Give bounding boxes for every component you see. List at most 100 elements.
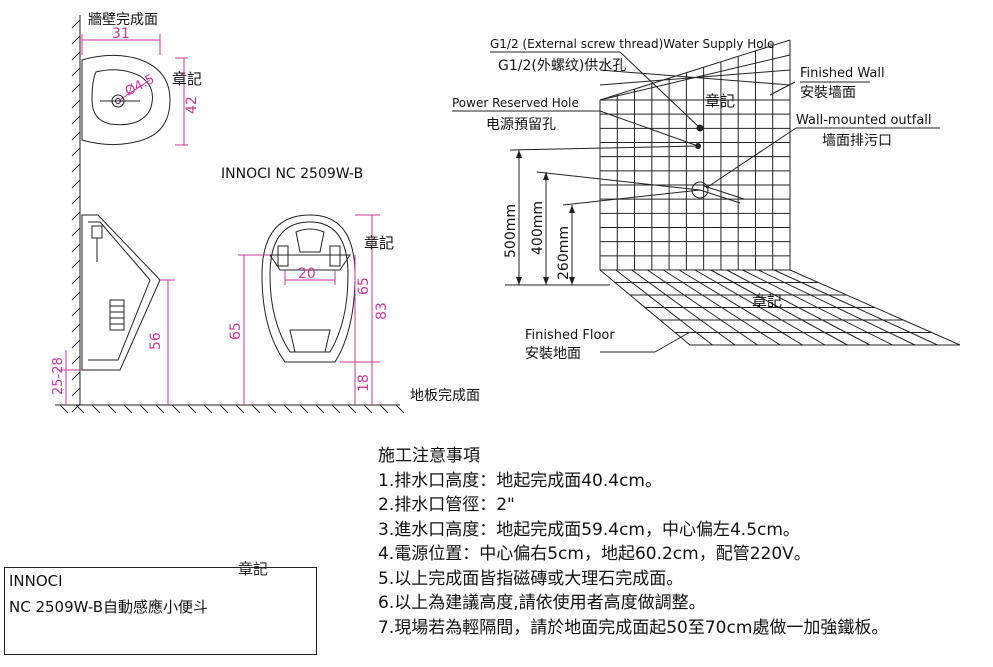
floor-hatch-mark: [155, 404, 165, 414]
dim-side-bottom: 25-28: [51, 357, 66, 395]
outfall-label-zh: 墙面排污口: [822, 133, 892, 149]
floor-hatch-mark: [203, 404, 213, 414]
floor-hatch-mark: [123, 404, 133, 414]
floor-hatch-mark: [251, 404, 261, 414]
wall-hatch-mark: [71, 99, 81, 109]
stamp-title-block: 章記: [238, 560, 269, 578]
side-view-dimensions: [58, 279, 175, 405]
note-item-2: 2.排水口管徑：2": [378, 495, 515, 515]
wall-hatch-mark: [71, 83, 81, 93]
finished-floor-label-en: Finished Floor: [525, 328, 615, 343]
floor-hatch-mark: [139, 404, 149, 414]
note-item-7: 7.現場若為輕隔間，請於地面完成面起50至70cm處做一加強鐵板。: [378, 617, 889, 638]
floor-hatch-mark: [283, 404, 293, 414]
floor-hatch-mark: [235, 404, 245, 414]
floor-hatch-mark: [187, 404, 197, 414]
wall-line: [71, 15, 81, 413]
height-dimension-lines: [505, 145, 701, 286]
floor-hatch-mark: [59, 404, 69, 414]
dim-top-height: 42: [184, 96, 200, 114]
wall-hatch-mark: [71, 163, 81, 173]
floor-line: [55, 404, 405, 414]
floor-finish-label: 地板完成面: [410, 388, 480, 404]
wall-grid-line: [599, 39, 791, 101]
dim-front-left-height: 65: [228, 322, 244, 340]
note-item-1: 1.排水口高度：地起完成面40.4cm。: [378, 470, 662, 491]
water-supply-label-zh: G1/2(外螺纹)供水孔: [498, 58, 626, 74]
floor-hatch-mark: [219, 404, 229, 414]
water-supply-label-en: G1/2 (External screw thread)Water Supply…: [490, 37, 774, 51]
finished-wall-label-zh: 安裝墙面: [800, 85, 856, 101]
stamp-left-front: 章記: [364, 234, 394, 252]
floor-hatch-mark: [331, 404, 341, 414]
wall-hatch-mark: [71, 371, 81, 381]
wall-hatch-mark: [71, 339, 81, 349]
front-view-dimensions: [238, 214, 380, 405]
model-label: INNOCI NC 2509W-B: [221, 166, 363, 182]
stamp-right-wall: 章記: [705, 92, 735, 110]
wall-hatch-mark: [71, 115, 81, 125]
finished-floor-label-zh: 安裝地面: [525, 346, 581, 362]
floor-hatch-mark: [395, 404, 405, 414]
floor-hatch-mark: [107, 404, 117, 414]
floor-hatch-mark: [363, 404, 373, 414]
wall-hatch-mark: [71, 195, 81, 205]
dim-500mm: 500mm: [503, 204, 519, 258]
title-block-brand: INNOCI: [9, 572, 63, 590]
urinal-side-view: [81, 214, 161, 371]
wall-hatch-mark: [71, 131, 81, 141]
leader-lines: [452, 51, 940, 353]
finished-wall-grid: [599, 39, 791, 271]
title-block-product: NC 2509W-B自動感應小便斗: [9, 598, 209, 616]
floor-hatch-mark: [379, 404, 389, 414]
urinal-top-view: [81, 54, 171, 146]
finished-floor-grid: [599, 269, 961, 346]
dim-400mm: 400mm: [530, 201, 546, 255]
wall-hatch-mark: [71, 291, 81, 301]
construction-notes: 施工注意事項 1.排水口高度：地起完成面40.4cm。 2.排水口管徑：2" 3…: [378, 444, 993, 640]
wall-hatch-mark: [71, 387, 81, 397]
wall-hatch-mark: [71, 259, 81, 269]
outfall-label-en: Wall-mounted outfall: [796, 113, 932, 128]
urinal-front-view: [261, 214, 356, 363]
floor-hatch-mark: [171, 404, 181, 414]
note-item-4: 4.電源位置：中心偏右5cm，地起60.2cm，配管220V。: [378, 544, 811, 564]
wall-hatch-mark: [71, 211, 81, 221]
dim-top-width: 31: [112, 26, 130, 42]
wall-hatch-mark: [71, 51, 81, 61]
dim-260mm: 260mm: [556, 226, 572, 280]
note-item-3: 3.進水口高度：地起完成面59.4cm，中心偏左4.5cm。: [378, 519, 800, 540]
stamp-left-top: 章記: [172, 70, 202, 88]
wall-hatch-mark: [71, 67, 81, 77]
top-view-dimensions: [81, 34, 188, 146]
wall-hatch-mark: [71, 275, 81, 285]
power-hole-label-en: Power Reserved Hole: [452, 96, 579, 110]
floor-hatch-mark: [315, 404, 325, 414]
wall-hatch-mark: [71, 355, 81, 365]
dim-front-total: 83: [374, 302, 390, 320]
title-block: INNOCI NC 2509W-B自動感應小便斗: [4, 567, 317, 655]
dim-front-bottom: 18: [356, 374, 372, 392]
wall-hatch-mark: [71, 35, 81, 45]
note-item-6: 6.以上為建議高度,請依使用者高度做調整。: [378, 593, 706, 613]
dim-front-inner-width: 20: [298, 266, 316, 282]
wall-hatch-mark: [71, 307, 81, 317]
wall-hatch-mark: [71, 147, 81, 157]
note-item-5: 5.以上完成面皆指磁磚或大理石完成面。: [378, 568, 684, 589]
wall-grid-line: [599, 69, 791, 86]
finished-wall-label-en: Finished Wall: [800, 66, 885, 81]
floor-hatch-mark: [347, 404, 357, 414]
wall-hatch-mark: [71, 243, 81, 253]
floor-hatch-mark: [75, 404, 85, 414]
floor-hatch-mark: [91, 404, 101, 414]
floor-hatch-mark: [299, 404, 309, 414]
wall-hatch-mark: [71, 227, 81, 237]
notes-title: 施工注意事項: [378, 446, 480, 466]
power-hole-label-zh: 电源預留孔: [486, 117, 556, 133]
dim-front-right-inner: 65: [356, 277, 372, 295]
wall-mounted-outfall: [691, 181, 745, 204]
stamp-right-floor: 章記: [752, 292, 782, 310]
dim-side-height: 56: [148, 332, 164, 350]
wall-hatch-mark: [71, 179, 81, 189]
